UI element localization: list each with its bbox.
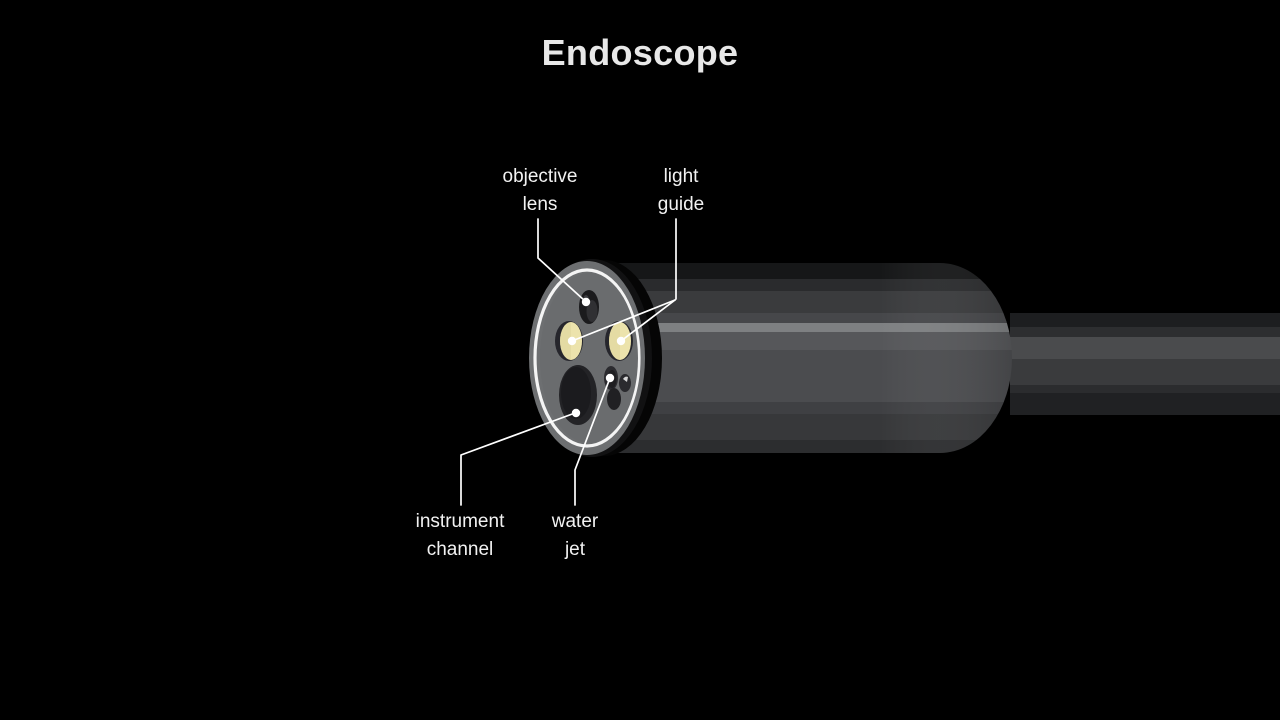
leader-objective-lens <box>537 218 586 302</box>
instrument-channel-part <box>559 365 597 425</box>
leader-lines <box>460 218 677 506</box>
page-title: Endoscope <box>541 32 739 73</box>
leader-dot-light-guide-left <box>567 336 577 346</box>
leader-dot-water-jet <box>605 373 615 383</box>
leader-light-guide-right <box>620 299 676 342</box>
auxiliary-port-part <box>607 374 631 410</box>
leader-dot-instrument-channel <box>571 408 581 418</box>
label-water-jet: water jet <box>551 511 599 560</box>
label-light-guide: light guide <box>657 166 705 215</box>
objective-lens-part <box>579 290 599 324</box>
label-objective-lens: objective lens <box>502 166 578 215</box>
label-instrument-channel: instrument channel <box>415 511 505 560</box>
tube-far-extension <box>1010 313 1280 415</box>
leader-water-jet <box>574 377 611 506</box>
leader-dot-light-guide-right <box>616 336 626 346</box>
leader-light-guide-left <box>571 299 676 342</box>
leader-dot-objective-lens <box>581 297 591 307</box>
insertion-tube <box>600 263 1012 453</box>
leader-instrument-channel <box>460 412 576 506</box>
